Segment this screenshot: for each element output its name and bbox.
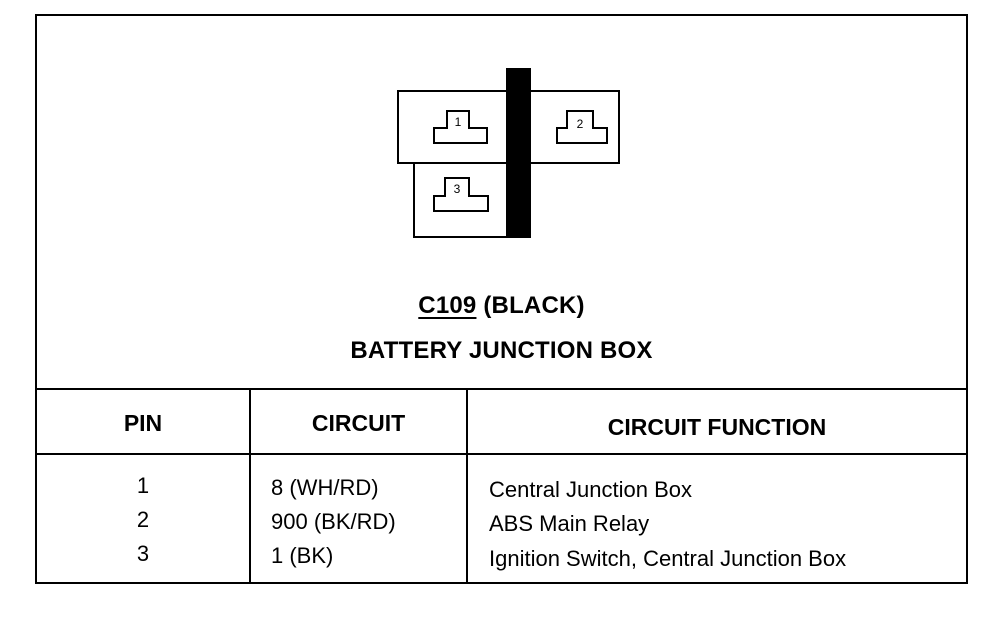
row-2-circuit: 900 (BK/RD) (271, 509, 396, 534)
row-2-function: ABS Main Relay (489, 511, 650, 536)
connector-color: (BLACK) (483, 292, 585, 319)
row-2-pin: 2 (136, 507, 150, 532)
row-3-pin: 3 (136, 541, 150, 566)
row-1-circuit: 8 (WH/RD) (271, 475, 379, 500)
connector-id: C109 (418, 292, 477, 319)
pin-1-terminal (433, 110, 488, 144)
connector-title: C109 (BLACK) (37, 292, 966, 320)
column-divider-2 (466, 388, 468, 582)
pin-3-label: 3 (454, 182, 461, 196)
connector-diagram: 1 2 3 (397, 68, 620, 238)
pin-3-terminal (433, 177, 489, 212)
column-divider-1 (249, 388, 251, 582)
header-pin: PIN (123, 410, 163, 436)
pin-2-label: 2 (577, 117, 584, 131)
row-1-pin: 1 (136, 473, 150, 498)
connector-body-lower (413, 162, 509, 238)
pin-1-label: 1 (455, 115, 462, 129)
connector-name: BATTERY JUNCTION BOX (350, 337, 653, 364)
connector-body-upper-left (397, 90, 509, 164)
row-1-function: Central Junction Box (489, 477, 692, 502)
header-circuit-function: CIRCUIT FUNCTION (607, 414, 827, 440)
row-3-function: Ignition Switch, Central Junction Box (489, 546, 847, 571)
table-top-border (37, 388, 966, 390)
pin-2-terminal (556, 110, 608, 144)
row-3-circuit: 1 (BK) (271, 543, 334, 568)
table-header-divider (37, 453, 966, 455)
header-circuit: CIRCUIT (311, 410, 406, 436)
connector-lock-bar (506, 68, 531, 238)
connector-sheet: 1 2 3 C109 (BLACK) BATTERY JUNCTION BOX … (35, 14, 968, 584)
